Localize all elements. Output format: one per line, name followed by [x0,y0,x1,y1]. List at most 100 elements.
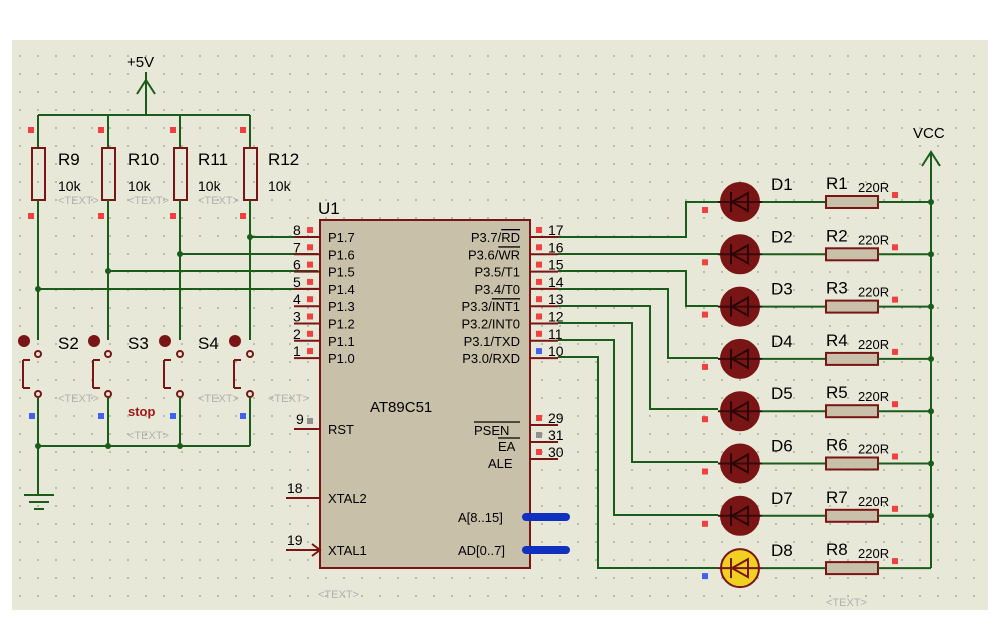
led-d3[interactable]: D3 [702,280,793,327]
resistor-r8[interactable]: R8 220R [825,540,898,576]
resistor-r9[interactable]: R9 10k <TEXT> [28,115,99,232]
led-d4[interactable]: D4 [702,332,793,379]
pin-psen[interactable]: 29 PSEN [474,410,564,438]
pin-rst[interactable]: 9 RST [294,411,354,437]
chip-name: AT89C51 [370,399,432,416]
pullup-resistors: R9 10k <TEXT> R10 10k <TEXT> R11 10k <TE… [28,115,299,232]
resistor-ref: R5 [826,383,848,402]
pin-psen-name: PSEN [474,423,509,438]
resistor-ref: R2 [826,226,848,245]
led-ref: D6 [771,437,793,456]
pin-xtal2-num: 18 [287,480,303,496]
r9-ref: R9 [58,150,80,169]
resistor-r11[interactable]: R11 10k <TEXT> [170,115,239,232]
pin-ale[interactable]: 30 ALE [488,444,564,471]
resistor-r12[interactable]: R12 10k [240,115,299,232]
resistor-value: 220R [858,285,889,300]
led-ref: D4 [771,332,793,351]
led-row-2: D2 R2 220R [702,226,934,275]
pin-name: P1.6 [328,247,355,262]
led-row-8: D8 R8 220R [702,540,931,589]
r9-value: 10k [58,178,82,194]
pin-name-main: P3.0/RXD [462,351,520,366]
s-extra-text: <TEXT> [268,393,309,405]
led-ref: D3 [771,280,793,299]
resistor-r2[interactable]: R2 220R [825,226,898,262]
pin-num: 13 [548,291,564,307]
led-ref: D5 [771,384,793,403]
pin-xtal2[interactable]: 18 XTAL2 [286,480,367,506]
chip-right-pins: 17P3.7/RD16P3.6/WR15P3.5/T114P3.4/T013P3… [461,222,563,366]
pin-name: P3.7/RD [471,230,520,245]
led-d6[interactable]: D6 [702,437,793,484]
pin-num: 8 [293,222,301,238]
led-d8[interactable]: D8 [702,541,793,589]
pin-ea-name: EA [498,439,516,454]
pin-name-main: P3.6/ [468,247,499,262]
vplus-label: +5V [127,54,154,71]
bus-a[interactable]: A[8..15] [458,510,570,525]
resistor-value: 220R [858,546,889,561]
led-d1[interactable]: D1 [702,175,793,222]
bottom-text: <TEXT> [826,597,867,609]
pin-num: 5 [293,274,301,290]
pin-num: 6 [293,257,301,273]
r9-text: <TEXT> [58,195,99,207]
pin-num: 14 [548,274,564,290]
output-wires [558,201,718,569]
vcc-terminal[interactable]: VCC [913,125,945,568]
pin-name: P1.4 [328,282,355,297]
pin-psen-num: 29 [548,410,564,426]
pin-xtal1[interactable]: 19 XTAL1 [286,532,367,558]
bus-ad-label: AD[0..7] [458,543,505,558]
led-d2[interactable]: D2 [702,227,793,275]
pin-name: P3.3/INT1 [461,299,520,314]
resistor-r10[interactable]: R10 10k <TEXT> [98,115,169,232]
ground [24,397,251,510]
pin-num: 10 [548,343,564,359]
vplus-terminal[interactable]: +5V [38,54,250,116]
led-d5[interactable]: D5 [702,384,793,432]
resistor-ref: R8 [826,540,848,559]
resistor-value: 220R [858,232,889,247]
pin-num: 2 [293,326,301,342]
pin-name-main: P3.5/T1 [474,265,520,280]
led-d7[interactable]: D7 [702,489,793,536]
vcc-label: VCC [913,125,945,142]
button-s2[interactable]: S2 <TEXT> [58,334,112,419]
bus-ad[interactable]: AD[0..7] [458,543,570,558]
pin-name: P1.1 [328,334,355,349]
pin-name-main: P3.2/INT0 [461,317,520,332]
pin-name-main: P3.3/ [461,299,492,314]
s2-ref: S2 [58,334,79,353]
button-s4[interactable]: S4 <TEXT> [198,334,254,419]
ground-icon [24,494,54,510]
pin-ea[interactable]: 31 EA [498,427,564,454]
pin-num: 4 [293,291,301,307]
